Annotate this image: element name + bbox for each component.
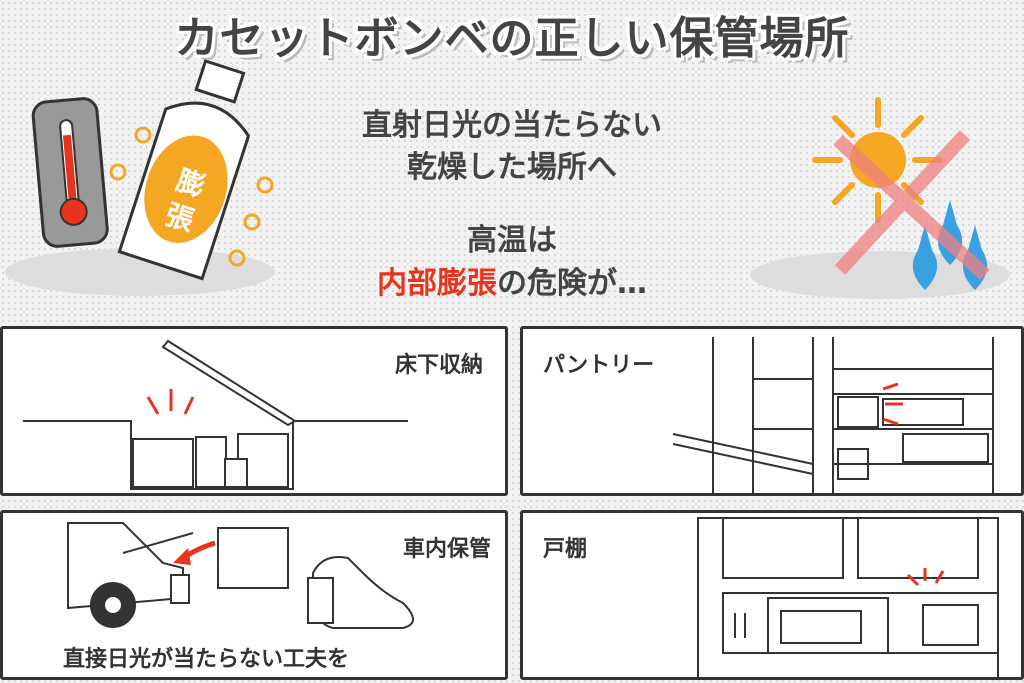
- panel-label: 床下収納: [394, 353, 483, 378]
- pantry-illustration: [672, 337, 994, 494]
- thermometer-icon: [31, 97, 109, 248]
- message-line-4: 内部膨張の危険が…: [300, 258, 724, 302]
- message-line-2: 乾燥した場所へ: [407, 150, 617, 185]
- panel-car-storage: 車内保管 直接日光が当たらない工夫を: [0, 510, 508, 680]
- panel-label: 車内保管: [402, 537, 491, 562]
- cross-mark-icon: [833, 130, 990, 281]
- underfloor-illustration: [23, 339, 408, 490]
- page-title: カセットボンベの正しい保管場所: [174, 13, 850, 64]
- thermometer-can-illustration: [5, 59, 275, 296]
- message-line-4-rest: の危険が…: [497, 266, 647, 301]
- message-line-3: 高温は: [467, 223, 557, 258]
- panel-caption: 直接日光が当たらない工夫を: [63, 647, 350, 672]
- message-line-1: 直射日光の当たらない: [362, 108, 662, 143]
- heat-marks: [109, 126, 274, 267]
- car-illustration: [67, 522, 414, 629]
- panel-pantry: パントリー: [520, 326, 1024, 496]
- panel-label: パントリー: [543, 353, 655, 378]
- sun-water-crossed-illustration: [750, 97, 1010, 299]
- highlight-text: 内部膨張: [377, 266, 497, 301]
- panel-cupboard: 戸棚: [520, 510, 1024, 680]
- cupboard-illustration: [697, 517, 999, 679]
- panel-underfloor-storage: 床下収納: [0, 326, 508, 496]
- spray-can-icon: [117, 59, 251, 281]
- panel-label: 戸棚: [543, 537, 588, 562]
- sun-icon: [812, 97, 943, 223]
